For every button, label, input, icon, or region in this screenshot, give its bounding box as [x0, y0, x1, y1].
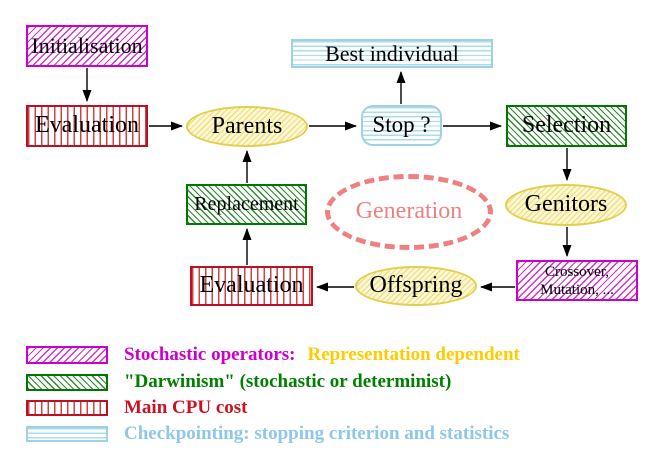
node-stop: Stop ?	[361, 105, 442, 146]
generation-loop-ellipse: Generation	[325, 174, 493, 250]
node-evaluation-bottom: Evaluation	[190, 266, 313, 306]
node-replacement-label: Replacement	[194, 193, 299, 215]
legend-swatch-red-vertical-stripes	[26, 400, 108, 416]
node-genitors: Genitors	[505, 184, 627, 226]
legend-row-main-cpu-cost: Main CPU cost	[26, 397, 247, 419]
legend-swatch-magenta-diagonal-hatch	[26, 346, 108, 364]
legend-label-darwinism: "Darwinism" (stochastic or determinist)	[124, 371, 452, 392]
node-stop-label: Stop ?	[372, 112, 431, 138]
node-crossover-line1: Crossover,	[545, 263, 609, 280]
node-evaluation-bottom-label: Evaluation	[199, 272, 304, 299]
node-parents-label: Parents	[211, 112, 283, 139]
node-crossover-mutation: Crossover, Mutation, ...	[516, 260, 638, 301]
legend-swatch-cyan-horizontal-stripes	[26, 426, 108, 442]
legend-swatch-green-diagonal-hatch	[26, 373, 108, 391]
node-initialisation-label: Initialisation	[31, 33, 143, 59]
node-replacement: Replacement	[186, 184, 307, 225]
node-genitors-label: Genitors	[524, 191, 608, 218]
node-initialisation: Initialisation	[26, 25, 148, 67]
legend-row-checkpointing: Checkpointing: stopping criterion and st…	[26, 423, 509, 445]
node-selection: Selection	[506, 105, 627, 147]
node-evaluation-top: Evaluation	[26, 105, 148, 147]
node-parents: Parents	[186, 106, 308, 147]
legend-label-stochastic-operators: Stochastic operators:	[124, 344, 296, 365]
legend-row-stochastic-operators: Stochastic operators: Representation dep…	[26, 344, 520, 366]
node-best-individual: Best individual	[291, 39, 493, 68]
node-selection-label: Selection	[521, 112, 612, 139]
legend-label-main-cpu-cost: Main CPU cost	[124, 397, 248, 418]
node-offspring-label: Offspring	[369, 272, 463, 299]
node-crossover-line2: Mutation, ...	[540, 281, 614, 298]
node-best-individual-label: Best individual	[325, 40, 459, 66]
legend-label-representation-dependent: Representation dependent	[307, 344, 520, 365]
node-offspring: Offspring	[355, 266, 477, 306]
legend-label-checkpointing: Checkpointing: stopping criterion and st…	[124, 423, 510, 444]
node-evaluation-top-label: Evaluation	[35, 112, 139, 139]
legend-row-darwinism: "Darwinism" (stochastic or determinist)	[26, 371, 451, 393]
generation-loop-label: Generation	[355, 198, 463, 225]
